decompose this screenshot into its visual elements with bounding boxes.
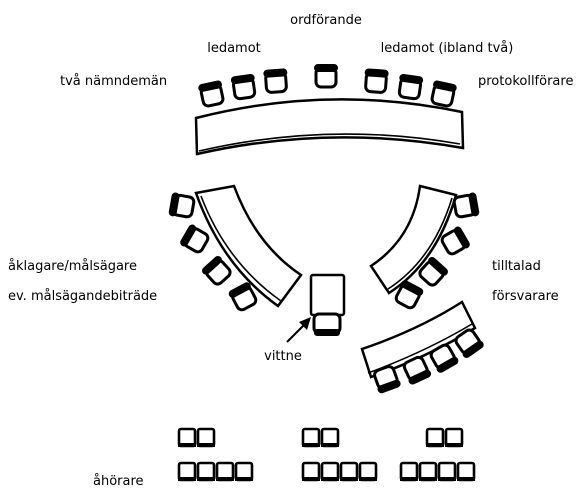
audience-seat-9: [215, 461, 235, 482]
audience-seat-5: [425, 427, 445, 448]
audience-seat-1: [177, 427, 197, 448]
label-judge-left: ledamot: [207, 41, 261, 56]
defense-chair-4: [454, 328, 484, 358]
defense-chairs: [373, 328, 484, 394]
label-witness: vittne: [264, 349, 302, 364]
bench-chair-5: [364, 68, 389, 94]
bench-chair-3: [263, 68, 288, 94]
label-judge-right: ledamot (ibland två): [381, 41, 514, 56]
audience-seat-10: [234, 461, 254, 482]
defendant-table: [369, 184, 458, 295]
witness-chair: [312, 312, 342, 336]
label-audience: åhörare: [93, 474, 144, 489]
label-defendant: tilltalad: [492, 259, 541, 274]
prosecutor-chairs: [168, 192, 258, 312]
audience-seat-3: [301, 427, 321, 448]
audience-seat-11: [301, 461, 321, 482]
audience-seat-2: [196, 427, 216, 448]
defense-chair-1: [373, 365, 401, 394]
prosecutor-chair-4: [228, 282, 258, 312]
audience-seat-14: [358, 461, 378, 482]
audience-seat-4: [320, 427, 340, 448]
prosecutor-chair-2: [180, 224, 210, 254]
audience-seat-16: [418, 461, 438, 482]
label-injured-party-counsel: ev. målsägandebiträde: [8, 289, 157, 304]
audience-seat-13: [339, 461, 359, 482]
audience-seat-17: [437, 461, 457, 482]
defendant-chair-4: [394, 280, 424, 310]
audience-seat-6: [444, 427, 464, 448]
audience-seat-15: [399, 461, 419, 482]
defense-chair-3: [429, 343, 459, 373]
defendant-chair-1: [452, 192, 480, 219]
defense-chair-2: [402, 355, 432, 385]
label-prosecutor: åklagare/målsägare: [8, 259, 137, 274]
prosecutor-chair-3: [202, 255, 232, 286]
defendant-chairs: [394, 192, 480, 310]
bench-chair-1: [198, 80, 225, 108]
bench-chair-2: [230, 73, 257, 101]
audience-seat-18: [456, 461, 476, 482]
audience-seating: [177, 427, 476, 482]
witness-stand: [309, 273, 346, 336]
bench-chair-7: [430, 80, 457, 108]
witness-arrow: [286, 317, 311, 343]
prosecutor-table: [194, 184, 303, 308]
label-chair: ordförande: [290, 13, 362, 28]
audience-seat-8: [196, 461, 216, 482]
judges-bench: [194, 98, 465, 156]
defendant-chair-3: [418, 256, 448, 287]
defendant-chair-2: [440, 226, 470, 256]
bench-chair-6: [397, 73, 424, 101]
prosecutor-chair-1: [168, 192, 196, 219]
bench-chair-4: [314, 64, 338, 89]
label-lay-judges: två nämndemän: [60, 74, 167, 89]
label-clerk: protokollförare: [478, 74, 573, 89]
audience-seat-12: [320, 461, 340, 482]
audience-seat-7: [177, 461, 197, 482]
bench-chairs: [198, 64, 457, 108]
label-defense: försvarare: [492, 289, 559, 304]
